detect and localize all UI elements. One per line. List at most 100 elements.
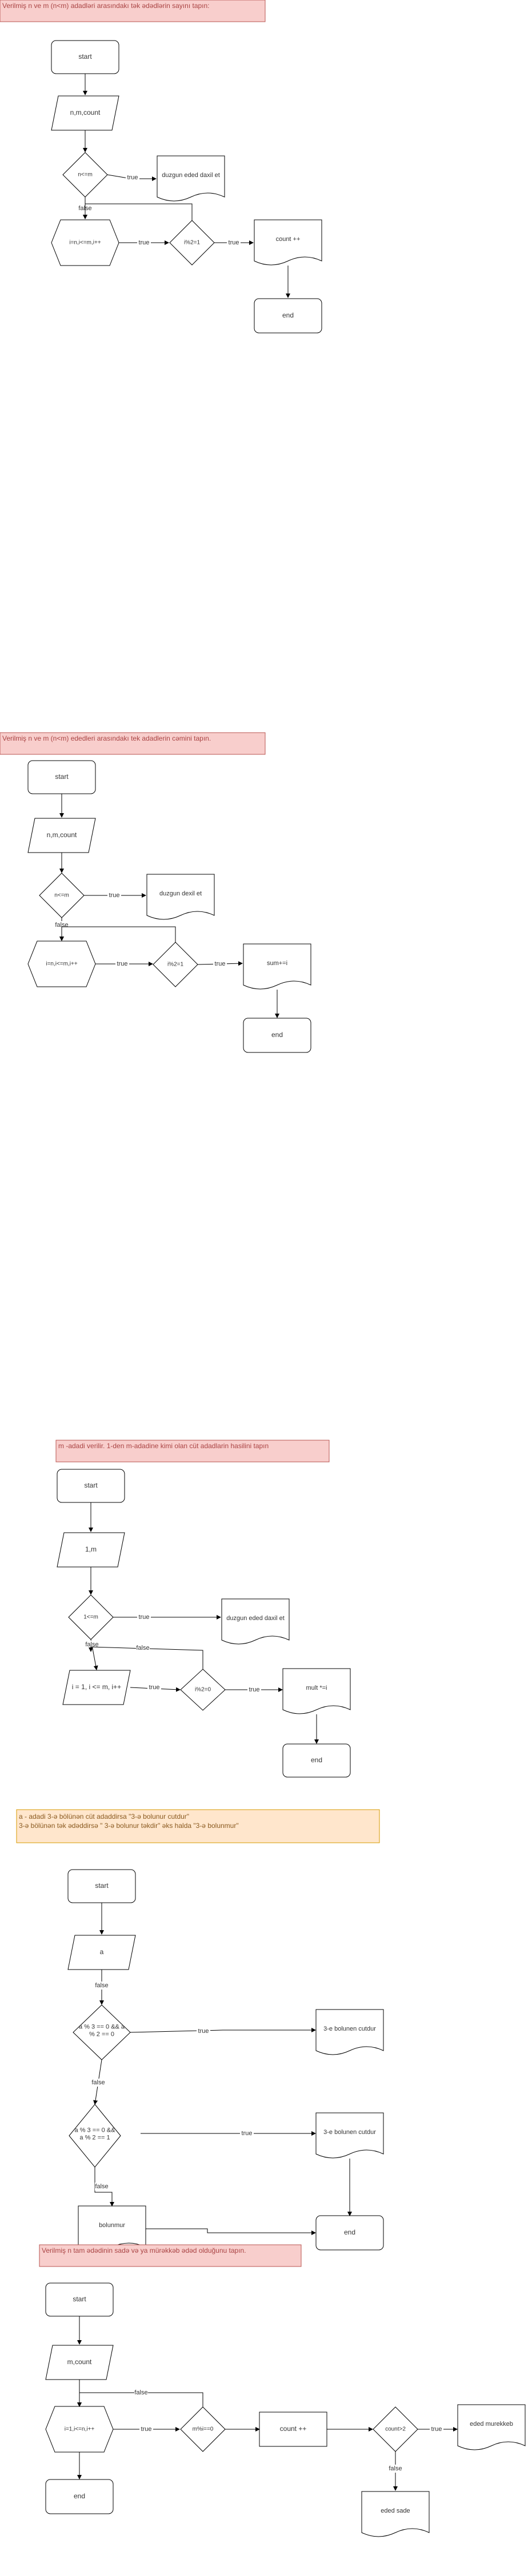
d1-error: duzgun eded daxil et (162, 172, 220, 179)
d3-start: start (84, 1481, 98, 1489)
d4-start: start (95, 1882, 109, 1890)
d1-label-true1-bg (126, 174, 139, 182)
d2-error: duzgun dexil et (159, 890, 202, 897)
d1-input: n,m,count (70, 108, 101, 116)
d2-start: start (55, 773, 69, 781)
d5-action-shape (259, 2412, 327, 2447)
d4-out1: 3-e bolunen cutdur (323, 2026, 376, 2032)
d3-label-true2-bg (147, 1683, 161, 1691)
d5-end-shape (45, 2479, 114, 2514)
d5-label-back-bg (134, 2389, 148, 2397)
d4-edge-cond2-out3 (94, 2167, 114, 2207)
d3-end-shape (282, 1743, 351, 1778)
d2-label-true1: true (109, 892, 120, 899)
d3-label-true3: true (249, 1686, 260, 1693)
d5-label-true1: true (141, 2426, 152, 2433)
d1-edge-check-back (83, 203, 193, 220)
diagram-2-title-box (0, 732, 266, 755)
diagram-1-title: Verilmiş n ve m (n<m) adadləri arasındak… (2, 2, 210, 10)
d5-label-true2: true (431, 2426, 442, 2433)
d2-end: end (271, 1031, 283, 1039)
d3-check-shape (180, 1669, 226, 1711)
d2-label-true2-bg (115, 960, 129, 968)
d2-check-shape (153, 942, 198, 987)
d3-label-true1: true (139, 1614, 150, 1621)
d4-label-false1: false (91, 2079, 105, 2086)
d5-label-back: false (134, 2389, 147, 2396)
d5-loop: i=1,i<=n,i++ (65, 2426, 95, 2433)
d3-input: 1,m (85, 1545, 97, 1553)
d4-label-false0: false (95, 1982, 108, 1989)
d4-out2-shape (315, 2112, 384, 2159)
d2-check: i%2=1 (167, 962, 184, 968)
diagram-4-title: a - adadi 3-ə bölünən cüt adaddirsa "3-ə… (19, 1813, 239, 1830)
d2-action-shape (243, 943, 311, 990)
diagram-5-title: Verilmiş n tam ədədinin sadə və ya mürək… (42, 2247, 246, 2254)
d4-cond2: a % 3 == 0 &&a % 2 == 1 (75, 2127, 116, 2141)
d3-action: mult *=i (306, 1685, 327, 1691)
diagram-3-title: m -adadi verilir. 1-den m-adadine kimi o… (58, 1442, 269, 1450)
d2-edge-check-back (59, 926, 176, 942)
diagram-5-title-box (39, 2244, 302, 2267)
d1-action: count ++ (276, 236, 301, 243)
d4-out3: bolunmur (99, 2222, 125, 2229)
d4-input: a (100, 1948, 104, 1956)
d4-out2: 3-e bolunen cutdur (323, 2129, 376, 2136)
d1-start: start (78, 53, 92, 61)
d4-end: end (344, 2228, 355, 2236)
d5-label-false2: false (389, 2465, 402, 2472)
d3-loop-shape (62, 1670, 131, 1705)
d1-action-shape (254, 219, 322, 266)
d2-end-shape (243, 1018, 311, 1053)
d3-check: i%2=0 (195, 1687, 211, 1693)
d2-label-true3: true (215, 961, 226, 967)
d4-label-false0-bg (95, 1982, 109, 1990)
d2-label-true1-bg (107, 891, 121, 899)
d1-label-true3: true (229, 239, 239, 246)
d3-action-shape (282, 1668, 351, 1714)
d3-end: end (311, 1756, 322, 1764)
d4-cond1: a % 3 == 0 && a% 2 == 0 (79, 2023, 125, 2038)
d1-input-shape (51, 95, 119, 131)
diagram-1-title-box (0, 0, 266, 22)
d1-label-true3-bg (227, 239, 241, 247)
d2-loop: i=n,i<=m,i++ (46, 961, 77, 967)
d4-out1-shape (315, 2009, 384, 2055)
d5-label-true1-bg (139, 2425, 153, 2433)
d4-label-true2: true (242, 2130, 253, 2137)
d1-loop: i=n,i<=m,i++ (69, 240, 101, 246)
d3-label-back-bg (136, 1644, 150, 1652)
d4-label-false2-bg (95, 2183, 109, 2191)
d5-composite-shape (457, 2404, 526, 2450)
d2-input-shape (27, 818, 96, 853)
d4-label-false2: false (95, 2183, 108, 2190)
d5-composite: eded murekkeb (470, 2421, 513, 2428)
d3-input-shape (57, 1532, 125, 1568)
d1-label-true2-bg (137, 239, 151, 247)
d1-check-shape (169, 220, 215, 266)
d5-end: end (74, 2492, 85, 2500)
diagram-2-title: Verilmiş n ve m (n<m) ededleri arasındak… (2, 734, 211, 742)
d3-loop: i = 1, i <= m, i++ (72, 1683, 121, 1691)
diagram-3-title-box (55, 1440, 330, 1462)
d3-error: duzgun eded daxil et (226, 1615, 285, 1622)
d5-action: count ++ (280, 2425, 307, 2433)
d2-error-shape (146, 874, 215, 920)
d5-check-shape (180, 2406, 226, 2452)
d4-edge-out3-end (146, 2228, 316, 2235)
d5-input-shape (45, 2345, 114, 2380)
d3-label-true1-bg (137, 1613, 151, 1621)
d3-label-false1: false (85, 1641, 98, 1648)
d4-label-false1-bg (91, 2079, 105, 2087)
d1-label-true2: true (139, 239, 150, 246)
d1-end: end (282, 311, 294, 319)
d1-check: i%2=1 (184, 240, 201, 246)
d3-label-true2: true (149, 1684, 160, 1691)
d2-loop-shape (27, 941, 96, 987)
d3-error-shape (221, 1598, 290, 1645)
d5-check: m%i==0 (193, 2426, 214, 2433)
d1-error-shape (157, 155, 225, 202)
d4-label-true1-bg (197, 2027, 210, 2035)
d5-label-true2-bg (430, 2425, 443, 2433)
